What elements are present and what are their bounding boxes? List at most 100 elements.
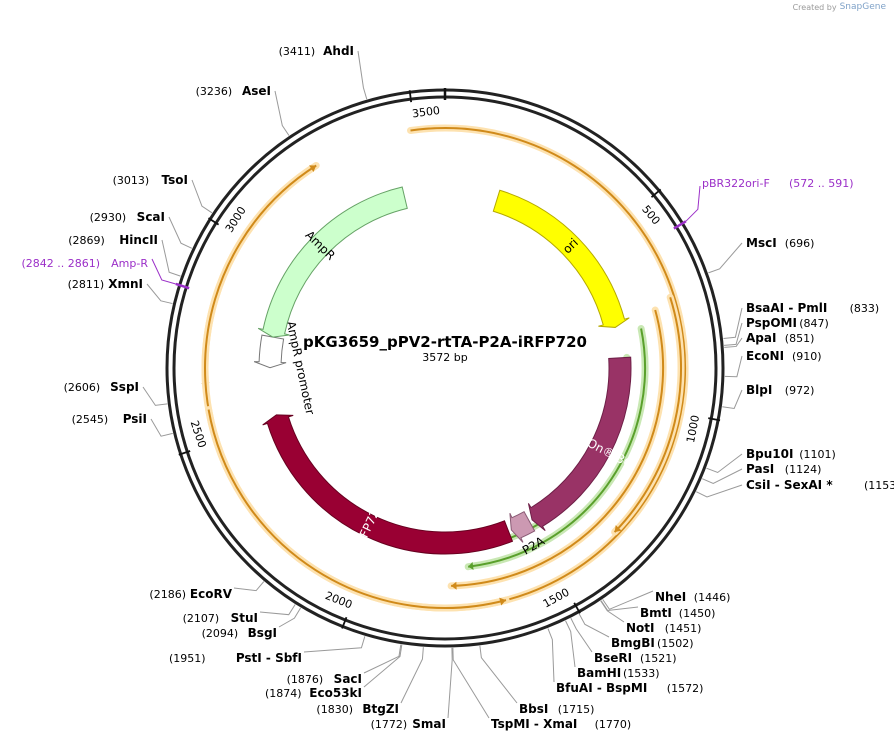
- site-position: (2869): [68, 234, 105, 247]
- restriction-site[interactable]: SacI (1876): [287, 672, 362, 686]
- site-name: CsiI - SexAI *: [746, 478, 833, 492]
- restriction-site[interactable]: PasI(1124): [746, 462, 821, 476]
- site-leader: [168, 216, 193, 249]
- site-name: TspMI - XmaI: [491, 717, 577, 731]
- restriction-site[interactable]: ScaI(2930): [90, 210, 165, 224]
- site-leader: [696, 484, 743, 498]
- site-name: BamHI: [577, 666, 621, 680]
- primer[interactable]: Amp-R(2842 .. 2861): [21, 257, 148, 270]
- site-position: (1521): [640, 652, 677, 665]
- snapgene-credit: Created by SnapGene: [793, 2, 886, 12]
- site-leader: [233, 581, 265, 592]
- feature-ampr-promoter[interactable]: [253, 334, 287, 369]
- restriction-site[interactable]: StuI (2107): [183, 611, 258, 625]
- site-name: SspI: [110, 380, 139, 394]
- site-position: (2606): [64, 381, 101, 394]
- site-position: (1830): [316, 703, 353, 716]
- site-position: (2107): [183, 612, 220, 625]
- plasmid-name: pKG3659_pPV2-rtTA-P2A-iRFP720: [303, 333, 587, 351]
- restriction-site[interactable]: HincII (2869): [68, 233, 158, 247]
- site-leader: [547, 628, 555, 683]
- restriction-site[interactable]: BlpI(972): [746, 383, 814, 397]
- site-leader: [706, 453, 743, 474]
- site-leader: [259, 604, 296, 616]
- site-position: (1101): [799, 448, 836, 461]
- restriction-site[interactable]: BamHI(1533): [577, 666, 660, 680]
- site-name: PstI - SbfI: [236, 651, 302, 665]
- restriction-site[interactable]: AseI(3236): [196, 84, 271, 98]
- site-position: (3013): [113, 174, 150, 187]
- site-leader: [363, 644, 403, 688]
- feature-ampr[interactable]: [257, 186, 408, 338]
- site-name: NotI: [626, 621, 655, 635]
- restriction-site[interactable]: BfuAI - BspMI(1572): [556, 681, 703, 695]
- site-position: (1124): [785, 463, 822, 476]
- restriction-site[interactable]: EcoRV(2186): [149, 587, 232, 601]
- site-position: (1876): [287, 673, 324, 686]
- restriction-site[interactable]: PsiI(2545): [72, 412, 147, 426]
- primer-name: Amp-R: [111, 257, 148, 270]
- orf-arc: [468, 328, 646, 568]
- restriction-site[interactable]: ApaI(851): [746, 331, 814, 345]
- primer-range: (572 .. 591): [789, 177, 854, 190]
- site-name: NheI: [655, 590, 686, 604]
- restriction-site[interactable]: NheI (1446): [655, 590, 730, 604]
- site-leader: [723, 307, 743, 340]
- site-position: (1715): [558, 703, 595, 716]
- restriction-site[interactable]: SmaI(1772): [371, 717, 446, 731]
- site-name: EcoNI: [746, 349, 784, 363]
- site-name: Bpu10I: [746, 447, 793, 461]
- site-position: (972): [785, 384, 815, 397]
- restriction-site[interactable]: PspOMI(847): [746, 316, 829, 330]
- orf-arrowhead: [614, 525, 622, 533]
- site-name: SacI: [334, 672, 362, 686]
- restriction-site[interactable]: BmgBI(1502): [611, 636, 694, 650]
- restriction-site[interactable]: BbsI(1715): [519, 702, 594, 716]
- restriction-site[interactable]: CsiI - SexAI *(1153): [746, 478, 894, 492]
- restriction-site[interactable]: PstI - SbfI(1951): [169, 651, 302, 665]
- ruler-tick: [341, 616, 348, 629]
- site-position: (1772): [371, 718, 408, 731]
- restriction-site[interactable]: BtgZI(1830): [316, 702, 399, 716]
- restriction-site[interactable]: Eco53kI(1874): [265, 686, 362, 700]
- site-name: BmgBI: [611, 636, 655, 650]
- feature-tet-on-3g[interactable]: [527, 356, 632, 531]
- site-name: PspOMI: [746, 316, 797, 330]
- restriction-site[interactable]: XmnI(2811): [68, 277, 143, 291]
- site-name: TsoI: [162, 173, 188, 187]
- site-name: Eco53kI: [309, 686, 362, 700]
- site-position: (1450): [679, 607, 716, 620]
- site-name: StuI: [231, 611, 258, 625]
- orf-arrowhead: [468, 562, 474, 570]
- restriction-site[interactable]: BmtI(1450): [640, 606, 715, 620]
- site-position: (910): [792, 350, 822, 363]
- restriction-site[interactable]: EcoNI (910): [746, 349, 822, 363]
- site-position: (851): [785, 332, 815, 345]
- site-name: XmnI: [108, 277, 143, 291]
- orf-arrowhead: [309, 165, 317, 173]
- site-position: (1446): [694, 591, 731, 604]
- restriction-site[interactable]: NotI(1451): [626, 621, 701, 635]
- orf-arrowhead: [499, 597, 506, 606]
- feature-p2a[interactable]: [509, 511, 536, 543]
- restriction-site[interactable]: SspI (2606): [64, 380, 139, 394]
- primer[interactable]: pBR322ori-F(572 .. 591): [702, 177, 854, 190]
- restriction-site[interactable]: TspMI - XmaI(1770): [491, 717, 631, 731]
- restriction-site[interactable]: Bpu10I (1101): [746, 447, 836, 461]
- site-name: BsaAI - PmlI: [746, 301, 827, 315]
- restriction-site[interactable]: AhdI(3411): [279, 44, 354, 58]
- site-position: (3411): [279, 45, 316, 58]
- ruler-tick: [408, 90, 413, 103]
- restriction-site[interactable]: TsoI (3013): [113, 173, 188, 187]
- restriction-site[interactable]: BsgI(2094): [202, 626, 277, 640]
- site-name: AseI: [242, 84, 271, 98]
- primer-mark: [175, 282, 190, 290]
- site-leader: [278, 607, 302, 628]
- feature-ori[interactable]: [492, 189, 630, 328]
- restriction-site[interactable]: BseRI(1521): [594, 651, 677, 665]
- restriction-site[interactable]: MscI(696): [746, 236, 814, 250]
- feature-irfp720[interactable]: [262, 414, 514, 555]
- restriction-site[interactable]: BsaAI - PmlI(833): [746, 301, 879, 315]
- site-name: HincII: [119, 233, 158, 247]
- site-position: (1533): [623, 667, 660, 680]
